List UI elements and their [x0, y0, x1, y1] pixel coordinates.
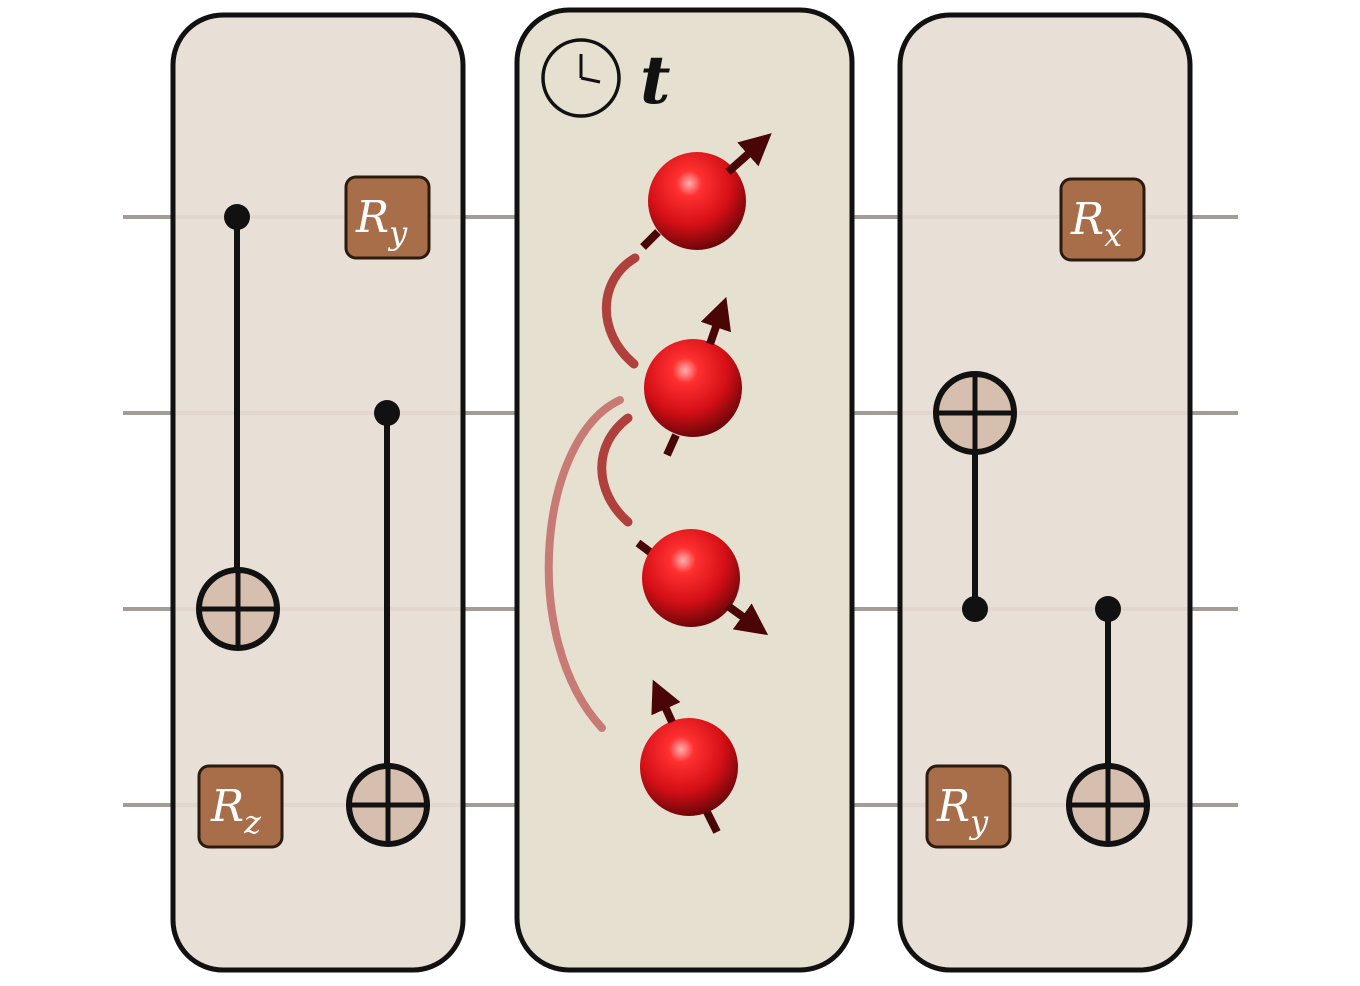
target-xor-symbol — [196, 567, 280, 651]
spin-arrow-tail — [663, 433, 680, 457]
spin-1 — [640, 133, 772, 250]
coupling-arc-2-3 — [597, 413, 633, 527]
cnot-gate-q2-q4 — [346, 400, 430, 847]
spin-arrow — [725, 133, 772, 175]
target-xor-symbol — [933, 371, 1017, 455]
svg-text:Rx: Rx — [1070, 194, 1122, 254]
rotation-gate-rz: Rz — [197, 764, 284, 849]
svg-text:Ry: Ry — [355, 192, 408, 252]
rotation-gate-ry: Ry — [344, 175, 431, 260]
coupling-arc-2-4 — [544, 396, 624, 732]
control-dot — [374, 400, 400, 426]
spin-sphere — [648, 152, 746, 250]
spin-arrow — [725, 602, 769, 636]
rotation-gate-rx: Rx — [1059, 177, 1146, 262]
right-gate-panel: Rx Ry — [897, 12, 1193, 973]
control-dot — [1095, 596, 1121, 622]
spin-arrow — [651, 679, 681, 724]
svg-text:Ry: Ry — [936, 781, 989, 841]
rotation-gate-ry: Ry — [925, 764, 1012, 849]
coupling-arc-1-2 — [601, 253, 640, 369]
control-dot — [224, 204, 250, 230]
spin-arrow-tail — [635, 539, 653, 556]
spin-sphere — [644, 339, 742, 437]
cnot-gate-q3-q4 — [1066, 596, 1150, 847]
target-xor-symbol — [346, 763, 430, 847]
spin-arrow-tail — [703, 810, 721, 834]
spin-sphere — [642, 529, 740, 627]
coupling-arcs — [544, 253, 640, 732]
cnot-gate-q3-q2 — [933, 371, 1017, 622]
left-gate-panel: Ry Rz — [170, 12, 466, 973]
spin-arrow-tail — [640, 229, 661, 250]
time-evolution-panel: t — [514, 7, 855, 973]
cnot-gate-q1-q3 — [196, 204, 280, 651]
spin-arrow — [700, 296, 731, 346]
spin-4 — [640, 679, 738, 834]
time-label: t — [640, 41, 671, 119]
spin-2 — [644, 296, 742, 457]
target-xor-symbol — [1066, 763, 1150, 847]
clock-icon — [541, 38, 621, 118]
control-dot — [962, 596, 988, 622]
spin-sphere — [640, 718, 738, 816]
spin-3 — [635, 529, 769, 636]
svg-text:Rz: Rz — [210, 781, 262, 841]
